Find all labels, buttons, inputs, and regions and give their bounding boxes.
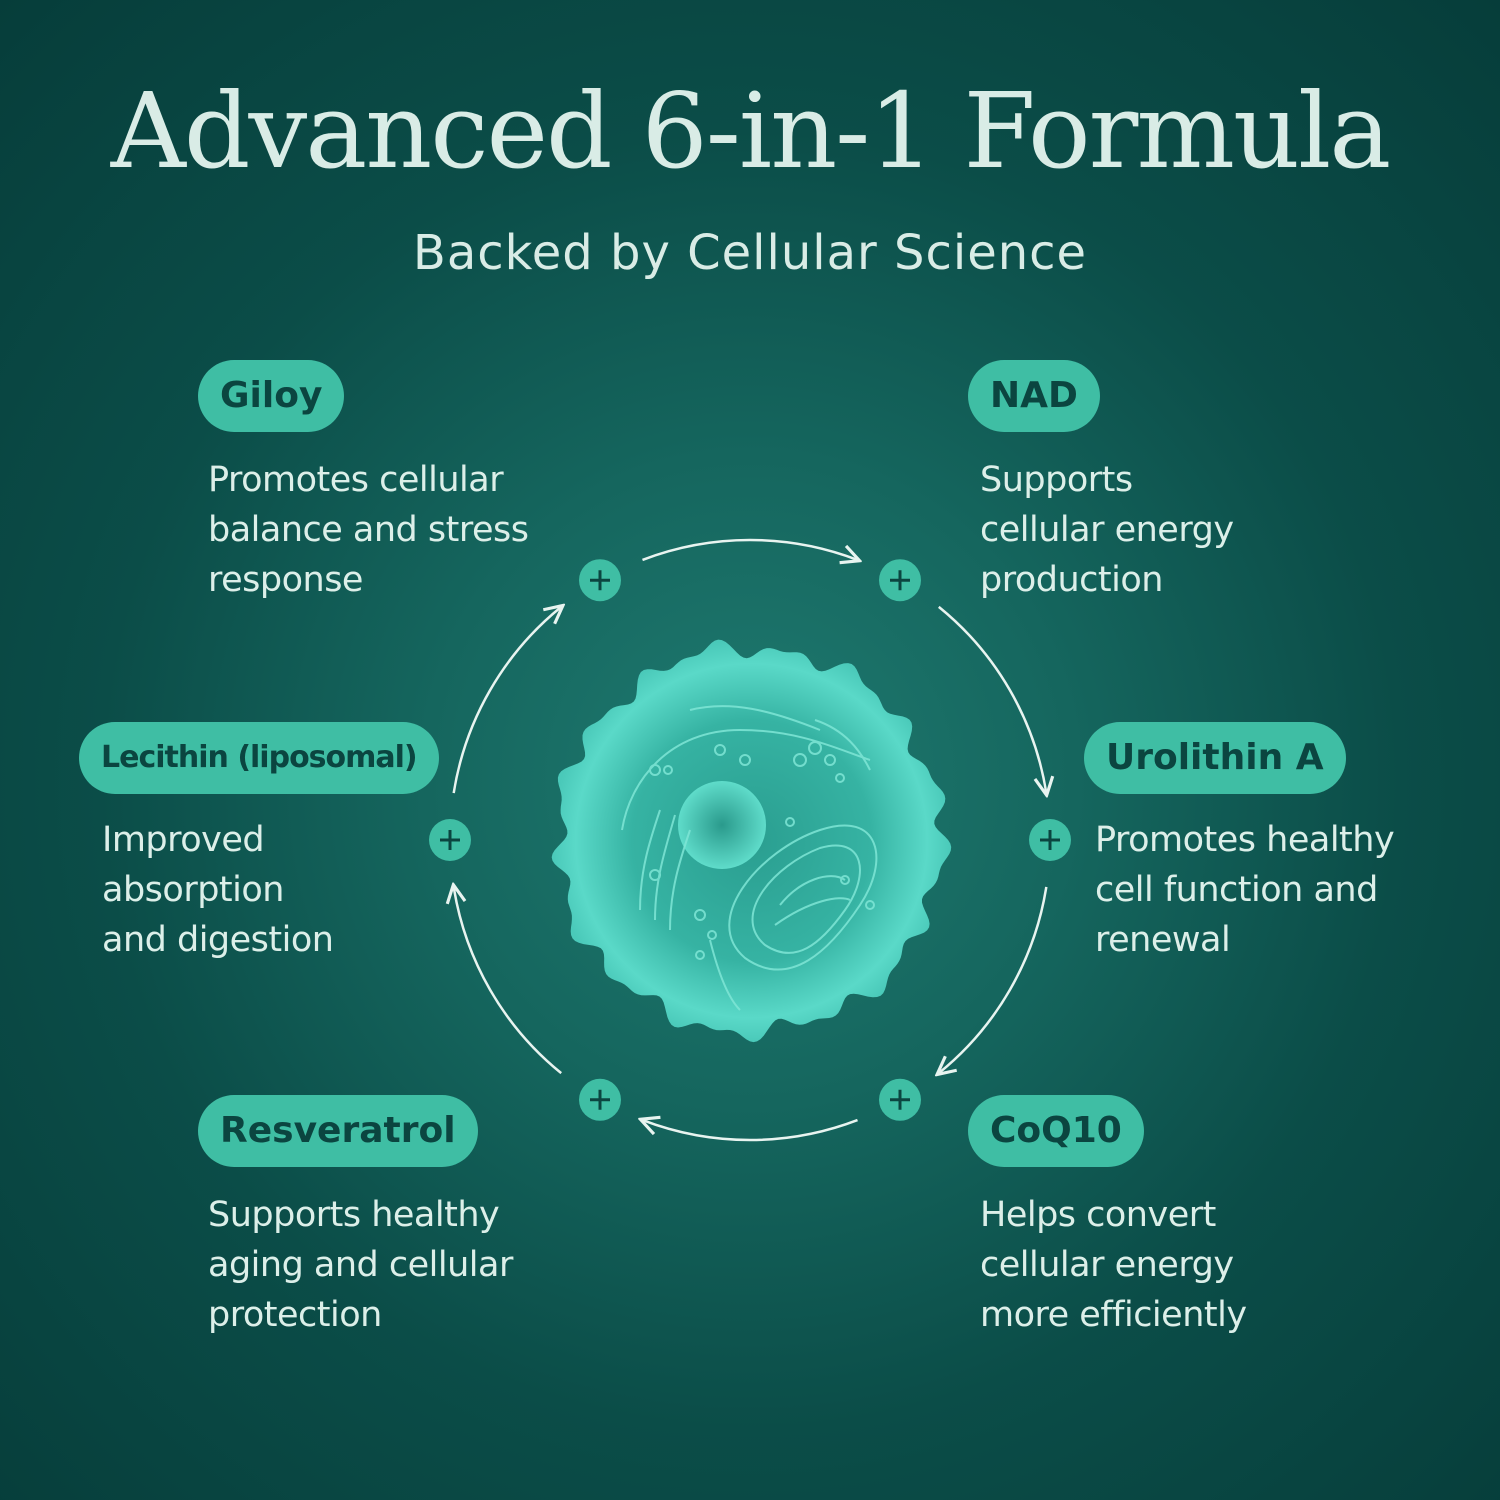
ingredient-pill-resveratrol: Resveratrol	[198, 1095, 478, 1167]
page-subtitle: Backed by Cellular Science	[412, 225, 1088, 281]
cell-illustration	[551, 639, 952, 1043]
arrow-icon	[938, 605, 1047, 793]
arrow-icon	[642, 1120, 858, 1142]
plus-icon	[429, 819, 471, 861]
plus-icon	[579, 1078, 621, 1121]
ingredient-description-urolithin-a: Promotes healthy cell function and renew…	[1095, 820, 1395, 960]
ingredient-pill-urolithin-a: Urolithin A	[1084, 722, 1346, 794]
plus-markers	[429, 559, 1071, 1121]
ingredient-pill-nad: NAD	[968, 360, 1100, 432]
arrow-icon	[642, 538, 857, 560]
ingredient-description-resveratrol: Supports healthy aging and cellular prot…	[208, 1195, 513, 1335]
plus-icon	[879, 559, 921, 602]
plus-icon	[579, 559, 621, 602]
ingredient-description-giloy: Promotes cellular balance and stress res…	[208, 460, 529, 600]
ingredient-pill-lecithin-liposomal: Lecithin (liposomal)	[79, 722, 439, 794]
plus-icon	[1029, 819, 1071, 861]
cell-organelles	[621, 705, 878, 1011]
cell-nucleus	[678, 781, 766, 869]
cycle-arrows	[452, 538, 1048, 1142]
ingredient-pill-coq10: CoQ10	[968, 1095, 1144, 1167]
arrow-icon	[939, 886, 1048, 1073]
ingredient-description-nad: Supports cellular energy production	[980, 460, 1234, 600]
plus-icon	[879, 1078, 921, 1121]
ingredient-pill-giloy: Giloy	[198, 360, 345, 432]
ingredient-description-lecithin-liposomal: Improved absorption and digestion	[102, 820, 334, 960]
arrow-icon	[454, 887, 562, 1075]
page-title: Advanced 6-in-1 Formula	[110, 70, 1391, 192]
arrow-icon	[452, 607, 562, 794]
ingredient-description-coq10: Helps convert cellular energy more effic…	[980, 1195, 1247, 1335]
